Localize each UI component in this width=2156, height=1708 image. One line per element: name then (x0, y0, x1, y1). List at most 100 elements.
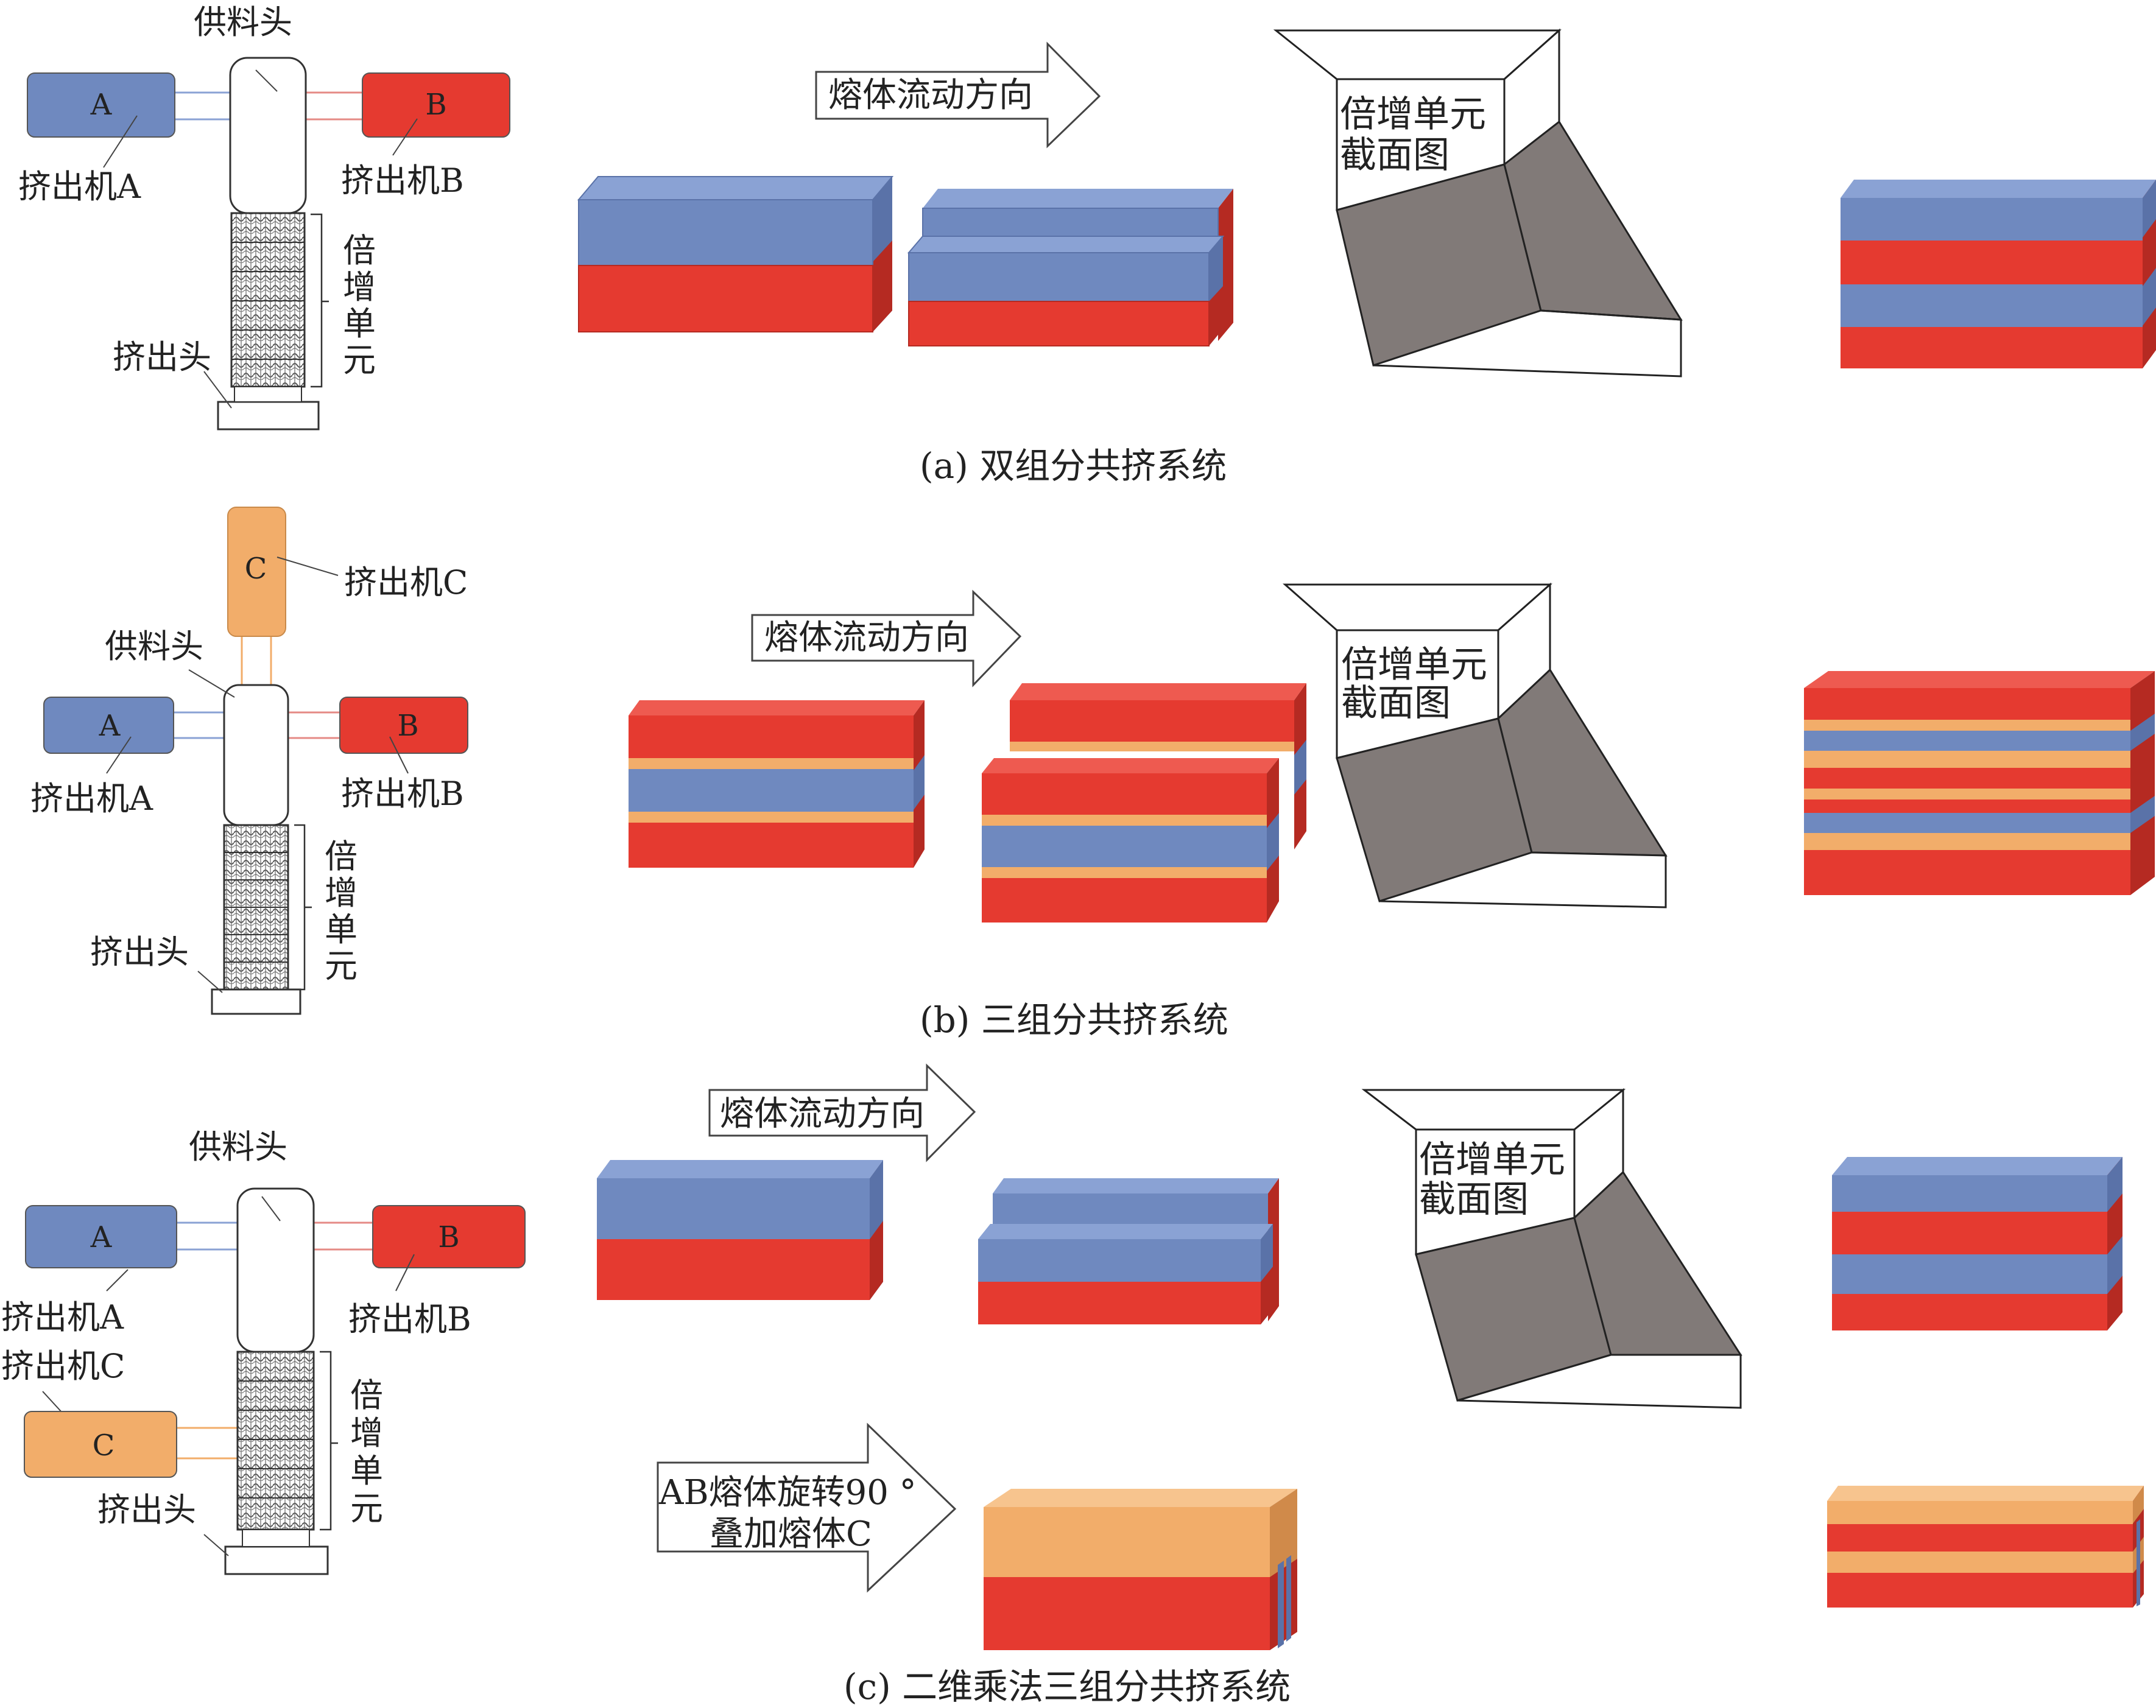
pipe-b-to-feedblock-b (288, 711, 340, 739)
slab-a2 (907, 189, 1233, 346)
extruder-b-box (362, 72, 510, 138)
multiplier-dividers (231, 242, 305, 360)
slab-b2-back (1010, 683, 1306, 849)
cross-section-b-text-2: 截面图 (1341, 682, 1451, 725)
multiplier-char-2: 增 (343, 268, 376, 306)
die-label: 挤出头 (113, 338, 211, 376)
extruder-a-letter: A (90, 88, 113, 122)
multiplier-dividers-b (224, 852, 288, 963)
multiplier-c-char-3: 单 (350, 1452, 383, 1490)
extruder-c-label: 挤出机C (344, 563, 468, 602)
multiplier-label-c: 倍 增 单 元 (350, 1376, 383, 1528)
caption-a: (a) 双组分共挤系统 (920, 445, 1227, 487)
flow-arrow-a-text: 熔体流动方向 (828, 76, 1033, 115)
leader-feedblock (255, 69, 278, 92)
multiplier-bracket-b (294, 824, 312, 991)
leader-extruder-a-c (106, 1269, 129, 1292)
extruder-c-letter-c: C (93, 1429, 115, 1463)
flow-arrow-a (815, 41, 1101, 149)
extruder-c-letter: C (245, 552, 267, 586)
rotate-arrow-text-1: AB熔体旋转90 ° (658, 1473, 917, 1513)
multiplier-b-char-4: 元 (325, 947, 358, 985)
extruder-b-letter-b: B (397, 709, 418, 743)
extruder-a-letter-b: A (99, 709, 121, 743)
row-c: A 挤出机A B 挤出机B 挤出机C C 供料头 倍 增 单 元 (1, 1063, 2144, 1707)
flow-arrow-c-text: 熔体流动方向 (720, 1094, 925, 1134)
multiplier-label-b: 倍 增 单 元 (325, 837, 358, 985)
multiplier-char-1: 倍 (343, 231, 376, 270)
cross-section-c (1361, 1088, 1742, 1409)
pipe-a-to-feedblock (174, 91, 231, 121)
multiplier-c-char-4: 元 (350, 1489, 383, 1528)
cross-section-a-text-2: 截面图 (1340, 134, 1450, 177)
cross-section-a-text-1: 倍增单元 (1340, 93, 1486, 136)
row-a: A 挤出机A B 挤出机B 供料头 倍 增 单 元 挤出头 (18, 3, 2156, 487)
leader-feedblock-c (261, 1196, 281, 1221)
die-label-c: 挤出头 (97, 1491, 196, 1529)
extruder-b-label-c: 挤出机B (348, 1300, 471, 1338)
slab-c2 (978, 1178, 1279, 1324)
flow-arrow-c (708, 1063, 976, 1162)
extruder-a-label: 挤出机A (18, 167, 141, 206)
rotate-arrow (657, 1422, 957, 1593)
extruder-c-label-c: 挤出机C (1, 1347, 125, 1385)
feedblock-box (229, 57, 307, 214)
pipe-c-to-feedblock (241, 636, 272, 685)
multiplier-b-char-1: 倍 (325, 837, 358, 876)
slab-a1 (577, 176, 894, 332)
extruder-c-box-c (24, 1411, 177, 1478)
pipe-c-to-multiplier (177, 1427, 238, 1460)
multiplier-stack (230, 212, 306, 388)
cross-section-c-text-1: 倍增单元 (1419, 1139, 1565, 1181)
leader-die (203, 371, 232, 409)
extruder-b-letter: B (425, 88, 446, 122)
pipe-a-to-feedblock-c (177, 1221, 238, 1251)
extruder-a-box-c (25, 1205, 177, 1268)
rotate-arrow-text-2: 叠加熔体C (710, 1514, 872, 1554)
die-box-b (211, 988, 301, 1015)
feedblock-box-b (223, 684, 289, 826)
extruder-b-label-b: 挤出机B (341, 775, 464, 813)
die-neck (234, 386, 302, 402)
multiplier-char-3: 单 (343, 304, 376, 343)
cross-section-b (1283, 582, 1668, 908)
multiplier-b-char-3: 单 (325, 910, 358, 949)
feedblock-label: 供料头 (194, 3, 292, 41)
feedblock-label-c: 供料头 (189, 1128, 287, 1166)
flow-arrow-b-text: 熔体流动方向 (764, 618, 969, 658)
leader-extruder-c (277, 557, 339, 576)
leader-extruder-a (103, 115, 138, 168)
row-b: C 挤出机C A 挤出机A B 挤出机B 供料头 倍 增 单 元 (30, 507, 2155, 1041)
slab-b1 (629, 700, 925, 868)
extruder-b-letter-c: B (438, 1220, 459, 1254)
cross-section-b-text-1: 倍增单元 (1341, 644, 1487, 686)
result-c2 (1827, 1486, 2144, 1608)
caption-b: (b) 三组分共挤系统 (920, 999, 1228, 1041)
extruder-b-box-b (339, 697, 468, 754)
pipe-a-to-feedblock-b (174, 711, 224, 739)
extruder-a-box-b (43, 697, 174, 754)
leader-extruder-b-c (395, 1254, 415, 1292)
leader-extruder-a-b (106, 736, 132, 774)
result-a (1841, 180, 2156, 368)
result-b (1804, 671, 2155, 895)
leader-feedblock-b (188, 669, 235, 698)
result-c1 (1832, 1157, 2123, 1330)
die-label-b: 挤出头 (90, 933, 189, 971)
extruder-a-box (27, 72, 175, 138)
extruder-c-box (227, 507, 286, 637)
pipe-b-to-feedblock-c (314, 1221, 373, 1251)
pipe-b-to-feedblock (305, 91, 362, 121)
extruder-b-box-c (372, 1205, 526, 1268)
leader-die-b (197, 971, 223, 993)
leader-extruder-b (392, 118, 418, 156)
feedblock-box-c (236, 1187, 315, 1353)
extruder-a-label-c: 挤出机A (1, 1298, 124, 1337)
leader-extruder-b-b (389, 736, 409, 774)
slab-b2-front (982, 758, 1279, 923)
cross-section-a (1273, 28, 1683, 378)
multiplier-dividers-c (238, 1380, 314, 1499)
slab-c1 (597, 1160, 883, 1300)
leader-die-c (203, 1534, 229, 1556)
